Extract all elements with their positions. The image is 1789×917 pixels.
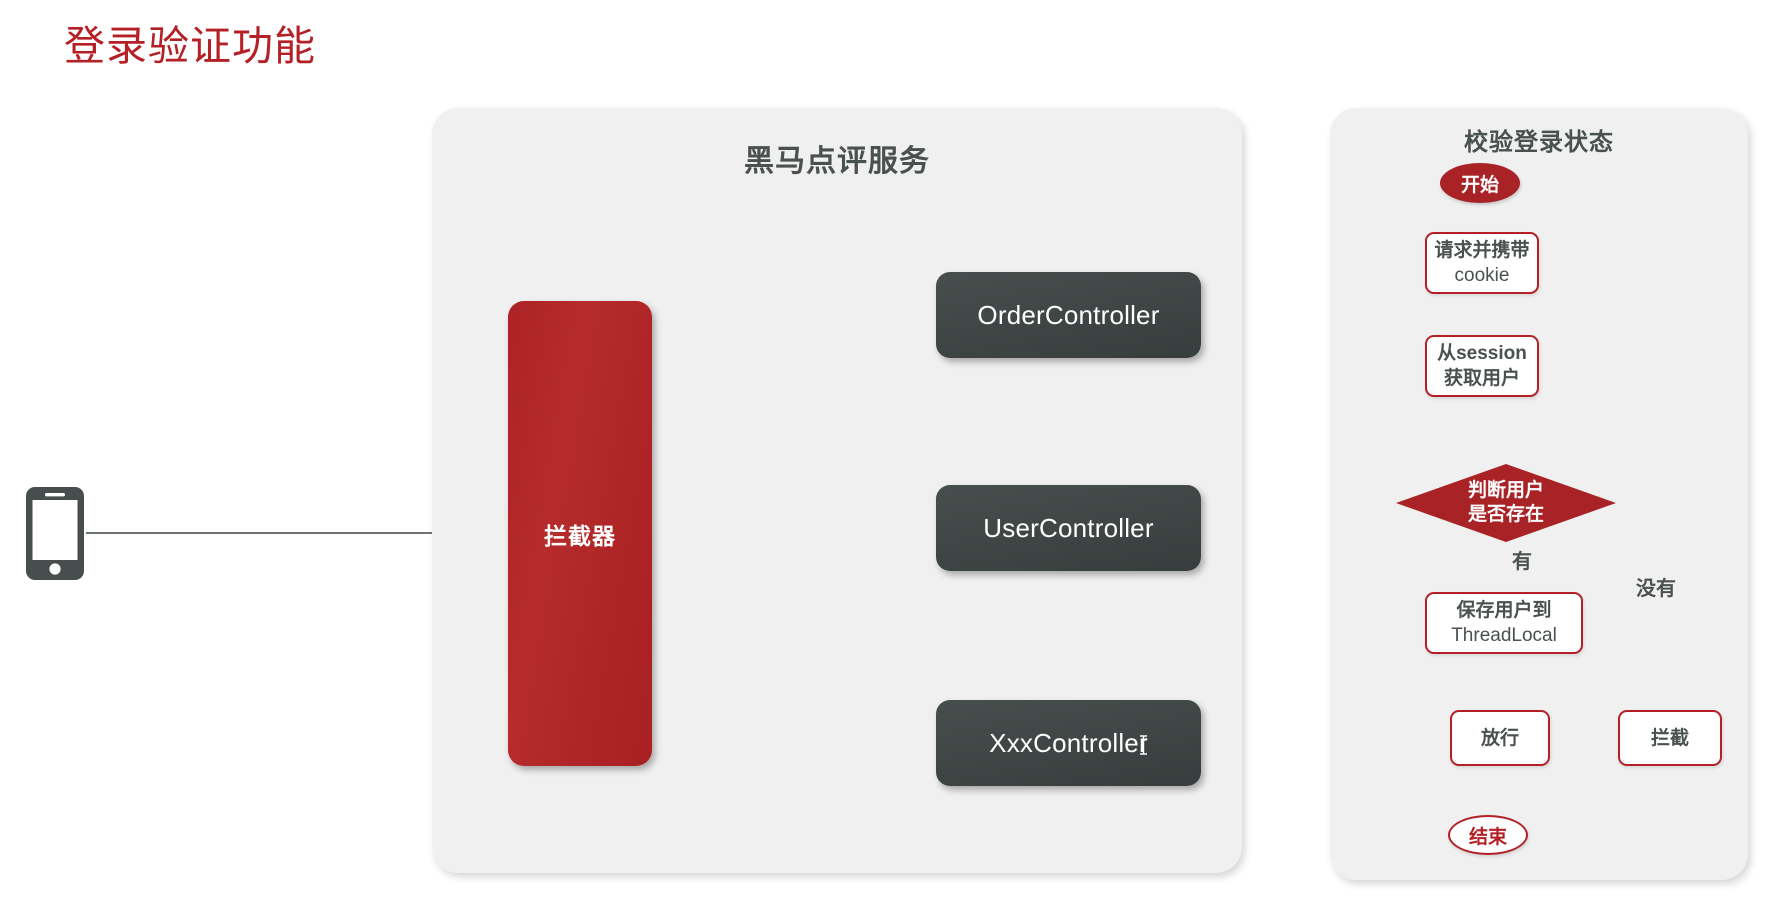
flow-node-request-line2: cookie [1454,265,1510,286]
flow-node-request-line1: 请求并携带 [1434,240,1530,261]
flow-node-pass[interactable]: 放行 [1450,710,1550,766]
flow-node-user-exists-decision[interactable]: 判断用户 是否存在 [1396,464,1616,542]
smartphone-icon [26,487,84,580]
flow-node-end[interactable]: 结束 [1448,815,1528,855]
interceptor-node[interactable]: 拦截器 [508,301,652,766]
interceptor-label: 拦截器 [544,522,616,549]
xxx-controller-node[interactable]: XxxController [936,700,1201,786]
flow-node-session-line2: 获取用户 [1443,368,1520,389]
edge-label-no: 没有 [1636,578,1676,600]
flow-panel-title: 校验登录状态 [1464,129,1614,156]
flow-node-end-label: 结束 [1468,826,1507,848]
xxx-controller-label: XxxController [989,727,1148,758]
flow-node-start-label: 开始 [1460,174,1499,196]
flow-node-block[interactable]: 拦截 [1618,710,1722,766]
flow-node-save-line1: 保存用户到 [1456,600,1552,621]
decision-diamond-shape [1396,464,1616,542]
flow-node-save-line2: ThreadLocal [1451,625,1557,646]
flow-node-start[interactable]: 开始 [1440,163,1520,203]
flow-node-session-line1: 从session [1437,343,1527,364]
flow-node-block-label: 拦截 [1650,727,1689,749]
flow-node-decision-line2: 是否存在 [1467,504,1544,525]
order-controller-node[interactable]: OrderController [936,272,1201,358]
page-title: 登录验证功能 [64,23,316,69]
flow-node-save-to-threadlocal[interactable]: 保存用户到 ThreadLocal [1425,592,1583,654]
flow-node-decision-line1: 判断用户 [1467,480,1544,501]
user-controller-node[interactable]: UserController [936,485,1201,571]
order-controller-label: OrderController [977,299,1160,330]
flow-node-request-cookie[interactable]: 请求并携带 cookie [1425,232,1539,294]
edge-label-yes: 有 [1512,551,1532,573]
service-panel-title: 黑马点评服务 [744,145,930,178]
flow-node-get-user-from-session[interactable]: 从session 获取用户 [1425,335,1539,397]
flow-node-pass-label: 放行 [1480,727,1519,749]
user-controller-label: UserController [983,512,1154,543]
